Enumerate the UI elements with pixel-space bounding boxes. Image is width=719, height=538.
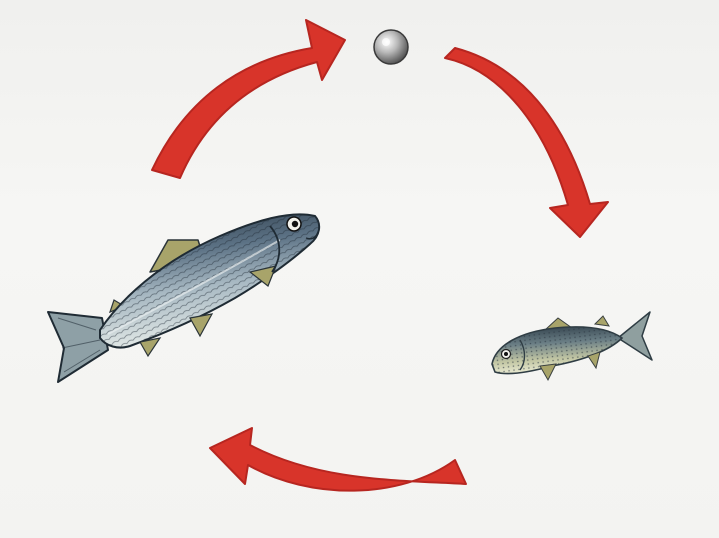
arrow-juvenile-to-adult xyxy=(210,428,466,491)
large-fish-icon xyxy=(48,214,319,382)
egg-icon xyxy=(374,30,408,64)
small-fish-icon xyxy=(492,312,652,380)
arrow-adult-to-egg xyxy=(152,20,345,178)
arrow-egg-to-juvenile xyxy=(445,48,608,237)
